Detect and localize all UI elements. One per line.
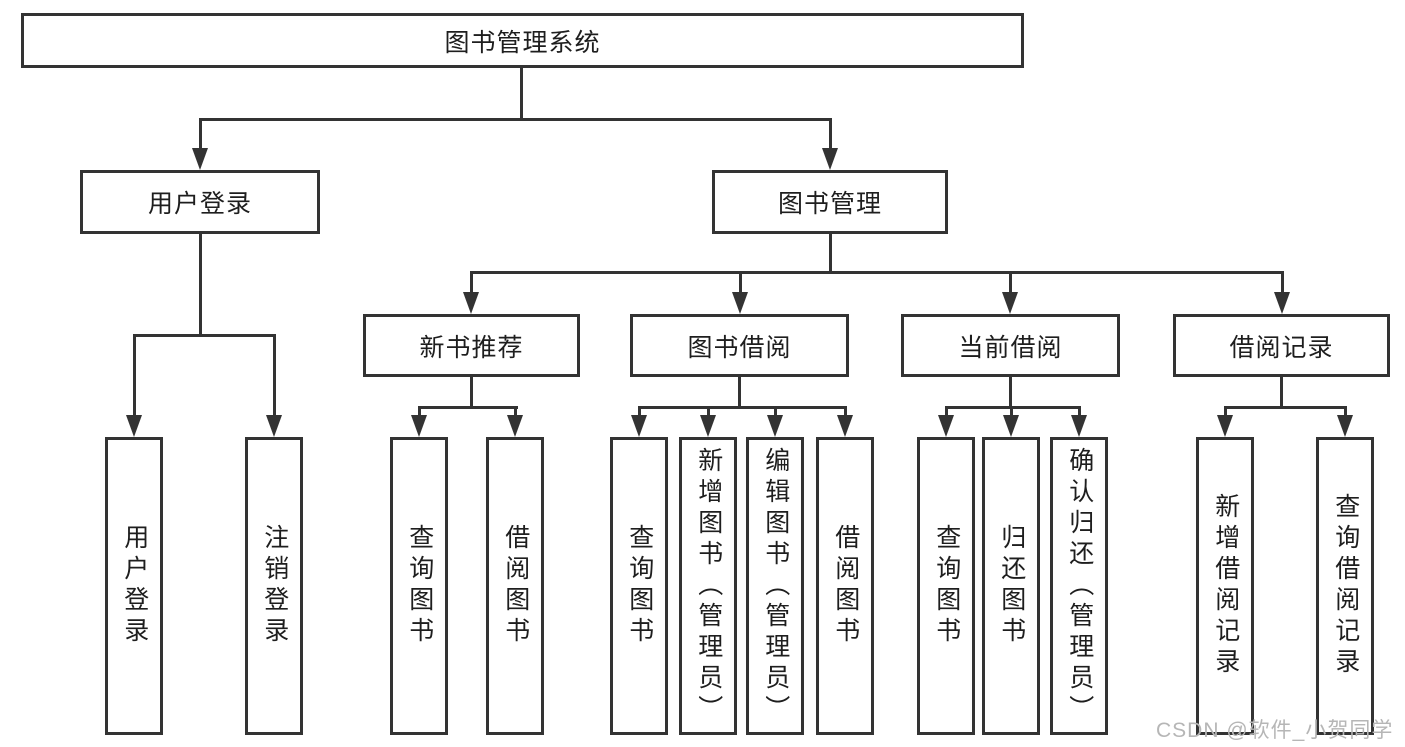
- arrow-down-icon: [732, 292, 748, 314]
- leaf-label: 借阅图书: [831, 524, 860, 648]
- connector-line: [273, 334, 276, 416]
- connector-line: [199, 234, 202, 334]
- leaf-label: 借阅图书: [501, 524, 530, 648]
- leaf-query-books-current: 查询图书: [917, 437, 975, 735]
- node-current-borrowing: 当前借阅: [901, 314, 1120, 377]
- connector-line: [520, 68, 523, 118]
- leaf-label: 归还图书: [997, 524, 1026, 648]
- connector-line: [1281, 271, 1284, 295]
- leaf-confirm-return-admin: 确认归还（管理员）: [1050, 437, 1108, 735]
- connector-line: [1224, 406, 1227, 417]
- node-label: 图书管理系统: [444, 28, 601, 57]
- leaf-label: 查询图书: [625, 524, 654, 648]
- leaf-label: 查询图书: [405, 524, 434, 648]
- connector-line: [829, 118, 832, 150]
- node-label: 用户登录: [147, 190, 252, 218]
- connector-line: [1344, 406, 1347, 417]
- connector-line: [470, 271, 473, 295]
- arrow-down-icon: [463, 292, 479, 314]
- node-user-login: 用户登录: [80, 170, 320, 234]
- node-label: 图书管理: [777, 190, 882, 218]
- arrow-down-icon: [837, 415, 853, 437]
- node-book-management: 图书管理: [712, 170, 948, 234]
- connector-line: [418, 406, 518, 409]
- arrow-down-icon: [126, 415, 142, 437]
- connector-line: [418, 406, 421, 417]
- arrow-down-icon: [1002, 292, 1018, 314]
- arrow-down-icon: [822, 148, 838, 170]
- connector-line: [829, 234, 832, 274]
- arrow-down-icon: [700, 415, 716, 437]
- leaf-label: 查询借阅记录: [1331, 493, 1360, 679]
- connector-line: [1010, 406, 1013, 417]
- leaf-label: 新增图书（管理员）: [694, 446, 723, 726]
- leaf-label: 新增借阅记录: [1211, 493, 1240, 679]
- leaf-add-borrow-record: 新增借阅记录: [1196, 437, 1254, 735]
- connector-line: [739, 271, 742, 295]
- node-new-book-recommendation: 新书推荐: [363, 314, 580, 377]
- arrow-down-icon: [411, 415, 427, 437]
- arrow-down-icon: [1274, 292, 1290, 314]
- leaf-label: 注销登录: [260, 524, 289, 648]
- node-label: 图书借阅: [687, 333, 792, 362]
- leaf-label: 查询图书: [932, 524, 961, 648]
- arrow-down-icon: [1071, 415, 1087, 437]
- leaf-edit-book-admin: 编辑图书（管理员）: [746, 437, 804, 735]
- connector-line: [199, 118, 202, 150]
- leaf-label: 确认归还（管理员）: [1065, 446, 1094, 726]
- node-borrowing-records: 借阅记录: [1173, 314, 1390, 377]
- arrow-down-icon: [1217, 415, 1233, 437]
- leaf-borrow-books-recommend: 借阅图书: [486, 437, 544, 735]
- connector-line: [1280, 377, 1283, 408]
- leaf-label: 用户登录: [120, 524, 149, 648]
- connector-line: [514, 406, 517, 417]
- leaf-user-login: 用户登录: [105, 437, 163, 735]
- arrow-down-icon: [938, 415, 954, 437]
- arrow-down-icon: [631, 415, 647, 437]
- arrow-down-icon: [507, 415, 523, 437]
- arrow-down-icon: [192, 148, 208, 170]
- node-library-system: 图书管理系统: [21, 13, 1024, 68]
- node-label: 当前借阅: [958, 333, 1063, 362]
- leaf-add-book-admin: 新增图书（管理员）: [679, 437, 737, 735]
- watermark: CSDN @软件_小贺同学: [1156, 719, 1394, 742]
- connector-line: [1009, 271, 1012, 295]
- arrow-down-icon: [1003, 415, 1019, 437]
- node-label: 新书推荐: [419, 333, 524, 362]
- arrow-down-icon: [1337, 415, 1353, 437]
- connector-line: [133, 334, 136, 416]
- node-label: 借阅记录: [1229, 333, 1334, 362]
- connector-line: [945, 406, 1081, 409]
- leaf-query-borrow-record: 查询借阅记录: [1316, 437, 1374, 735]
- connector-line: [470, 271, 1284, 274]
- connector-line: [133, 334, 276, 337]
- leaf-logout: 注销登录: [245, 437, 303, 735]
- connector-line: [945, 406, 948, 417]
- connector-line: [470, 377, 473, 408]
- connector-line: [1224, 406, 1347, 409]
- leaf-borrow-books: 借阅图书: [816, 437, 874, 735]
- node-book-borrowing: 图书借阅: [630, 314, 849, 377]
- connector-line: [1078, 406, 1081, 417]
- connector-line: [774, 406, 777, 417]
- connector-line: [738, 377, 741, 408]
- leaf-query-books-recommend: 查询图书: [390, 437, 448, 735]
- connector-line: [707, 406, 710, 417]
- arrow-down-icon: [266, 415, 282, 437]
- connector-line: [638, 406, 847, 409]
- arrow-down-icon: [767, 415, 783, 437]
- leaf-query-books-borrow: 查询图书: [610, 437, 668, 735]
- connector-line: [638, 406, 641, 417]
- connector-line: [1009, 377, 1012, 408]
- connector-line: [844, 406, 847, 417]
- leaf-label: 编辑图书（管理员）: [761, 446, 790, 726]
- connector-line: [199, 118, 832, 121]
- leaf-return-books: 归还图书: [982, 437, 1040, 735]
